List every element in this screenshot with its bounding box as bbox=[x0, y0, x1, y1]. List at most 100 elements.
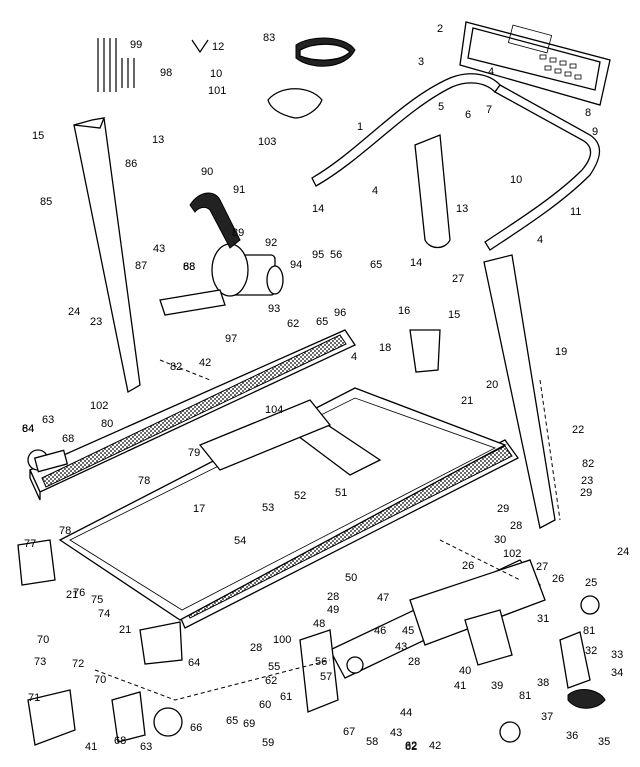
label-4: 4 bbox=[537, 234, 543, 246]
label-49: 49 bbox=[327, 604, 339, 616]
label-61: 61 bbox=[280, 691, 292, 703]
label-32: 32 bbox=[585, 645, 597, 657]
label-14: 14 bbox=[312, 203, 324, 215]
label-10: 10 bbox=[510, 174, 522, 186]
label-54: 54 bbox=[234, 535, 246, 547]
label-4: 4 bbox=[488, 66, 494, 78]
label-51: 51 bbox=[335, 487, 347, 499]
label-62: 62 bbox=[287, 318, 299, 330]
label-96: 96 bbox=[334, 307, 346, 319]
label-82: 82 bbox=[170, 361, 182, 373]
label-58: 58 bbox=[366, 736, 378, 748]
label-99: 99 bbox=[130, 39, 142, 51]
label-81: 81 bbox=[519, 690, 531, 702]
label-44: 44 bbox=[400, 707, 412, 719]
label-101: 101 bbox=[208, 85, 226, 97]
label-40: 40 bbox=[459, 665, 471, 677]
label-88: 88 bbox=[183, 261, 195, 273]
label-102: 102 bbox=[90, 400, 108, 412]
label-64: 64 bbox=[188, 657, 200, 669]
label-38: 38 bbox=[537, 677, 549, 689]
label-90: 90 bbox=[201, 166, 213, 178]
label-39: 39 bbox=[491, 680, 503, 692]
label-9: 9 bbox=[592, 126, 598, 138]
label-65: 65 bbox=[226, 715, 238, 727]
label-17: 17 bbox=[193, 503, 205, 515]
label-52: 52 bbox=[294, 490, 306, 502]
label-29: 29 bbox=[497, 503, 509, 515]
label-14: 14 bbox=[410, 257, 422, 269]
label-73: 73 bbox=[34, 656, 46, 668]
label-78: 78 bbox=[138, 475, 150, 487]
label-63: 63 bbox=[140, 741, 152, 753]
handrail bbox=[311, 73, 601, 251]
label-18: 18 bbox=[379, 342, 391, 354]
label-71: 71 bbox=[28, 692, 40, 704]
label-11: 11 bbox=[570, 206, 581, 218]
label-16: 16 bbox=[398, 305, 410, 317]
label-102: 102 bbox=[503, 548, 521, 560]
label-57: 57 bbox=[320, 671, 332, 683]
label-92: 92 bbox=[265, 237, 277, 249]
label-83: 83 bbox=[263, 32, 275, 44]
label-24: 24 bbox=[617, 546, 629, 558]
label-1: 1 bbox=[357, 121, 363, 133]
label-86: 86 bbox=[125, 158, 137, 170]
label-15: 15 bbox=[32, 130, 44, 142]
label-42: 42 bbox=[199, 357, 211, 369]
label-31: 31 bbox=[537, 613, 549, 625]
label-23: 23 bbox=[581, 475, 593, 487]
label-68: 68 bbox=[183, 261, 195, 273]
label-64: 64 bbox=[22, 423, 34, 435]
label-42: 42 bbox=[429, 740, 441, 752]
label-75: 75 bbox=[91, 594, 103, 606]
label-27: 27 bbox=[536, 561, 548, 573]
label-100: 100 bbox=[273, 634, 291, 646]
label-97: 97 bbox=[225, 333, 237, 345]
label-93: 93 bbox=[268, 303, 280, 315]
deck bbox=[58, 387, 507, 621]
left-upright bbox=[73, 117, 141, 394]
bolt-set bbox=[97, 38, 209, 92]
label-66: 66 bbox=[190, 722, 202, 734]
label-43: 43 bbox=[395, 641, 407, 653]
label-28: 28 bbox=[408, 656, 420, 668]
label-63: 63 bbox=[42, 414, 54, 426]
label-22: 22 bbox=[572, 424, 584, 436]
label-21: 21 bbox=[461, 395, 473, 407]
label-62: 62 bbox=[265, 675, 277, 687]
label-104: 104 bbox=[265, 404, 283, 416]
label-60: 60 bbox=[259, 699, 271, 711]
label-28: 28 bbox=[250, 642, 262, 654]
label-82: 82 bbox=[405, 741, 417, 753]
right-upright bbox=[483, 254, 556, 529]
label-76: 76 bbox=[73, 587, 85, 599]
label-59: 59 bbox=[262, 737, 274, 749]
label-41: 41 bbox=[454, 680, 466, 692]
label-53: 53 bbox=[262, 502, 274, 514]
label-3: 3 bbox=[418, 56, 424, 68]
label-98: 98 bbox=[160, 67, 172, 79]
label-72: 72 bbox=[72, 658, 84, 670]
label-24: 24 bbox=[68, 306, 80, 318]
label-46: 46 bbox=[374, 625, 386, 637]
misc-parts bbox=[17, 37, 606, 746]
label-103: 103 bbox=[258, 136, 276, 148]
label-77: 77 bbox=[24, 538, 36, 550]
label-91: 91 bbox=[233, 184, 245, 196]
label-43: 43 bbox=[390, 727, 402, 739]
label-4: 4 bbox=[351, 351, 357, 363]
label-47: 47 bbox=[377, 592, 389, 604]
label-87: 87 bbox=[135, 260, 147, 272]
label-85: 85 bbox=[40, 196, 52, 208]
label-26: 26 bbox=[552, 573, 564, 585]
label-68: 68 bbox=[114, 735, 126, 747]
assembly-guide-lines bbox=[94, 359, 561, 701]
label-15: 15 bbox=[448, 309, 460, 321]
label-37: 37 bbox=[541, 711, 553, 723]
label-65: 65 bbox=[316, 316, 328, 328]
label-8: 8 bbox=[585, 107, 591, 119]
label-41: 41 bbox=[85, 741, 97, 753]
label-2: 2 bbox=[437, 23, 443, 35]
